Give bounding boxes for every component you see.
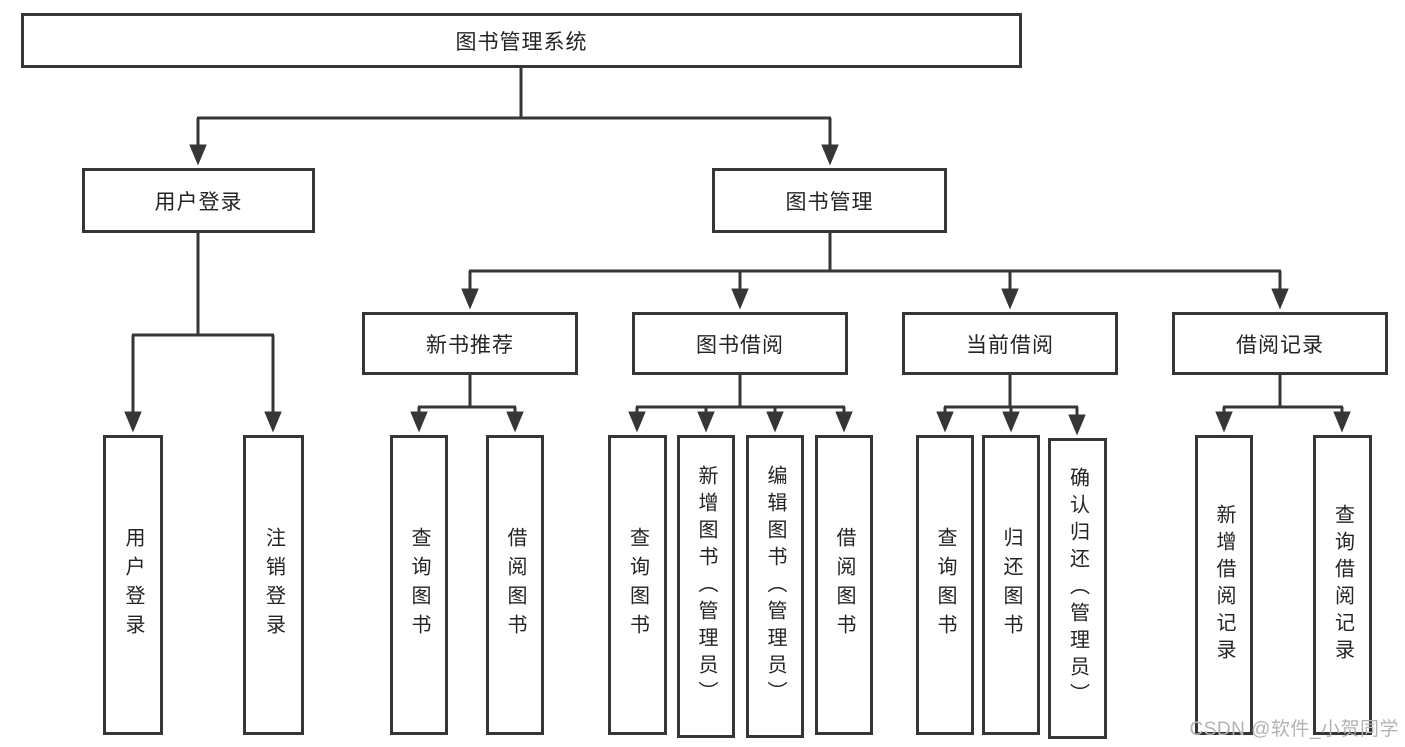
connector-root-to-level2 <box>189 68 839 166</box>
node-book-borrowing: 图书借阅 <box>632 312 848 375</box>
node-label: 借阅图书 <box>833 527 855 643</box>
node-label: 新增图书（管理员） <box>695 465 717 708</box>
node-label: 图书借阅 <box>696 333 784 357</box>
node-label: 新增借阅记录 <box>1213 504 1235 666</box>
node-book-management: 图书管理 <box>712 168 947 233</box>
connector-current-to-leaves <box>936 375 1086 436</box>
node-label: 归还图书 <box>1000 527 1022 643</box>
node-label: 新书推荐 <box>426 333 514 357</box>
connector-bookmgmt-to-level3 <box>461 233 1289 310</box>
leaf-confirm-return-admin: 确认归还（管理员） <box>1048 438 1107 739</box>
node-new-book-recommendation: 新书推荐 <box>362 312 578 375</box>
node-label: 查询图书 <box>934 527 956 643</box>
node-label: 借阅图书 <box>504 527 526 643</box>
leaf-borrow-books-borrowing: 借阅图书 <box>815 435 873 735</box>
node-label: 注销登录 <box>262 527 285 643</box>
node-label: 借阅记录 <box>1236 333 1324 357</box>
leaf-query-books-recommend: 查询图书 <box>390 435 448 735</box>
leaf-query-borrow-record: 查询借阅记录 <box>1313 435 1372 735</box>
node-label: 图书管理系统 <box>455 30 588 54</box>
connector-userlogin-to-leaves <box>124 233 282 433</box>
leaf-return-books: 归还图书 <box>982 435 1040 735</box>
connector-record-to-leaves <box>1215 375 1351 433</box>
leaf-borrow-books-recommend: 借阅图书 <box>486 435 544 735</box>
node-label: 编辑图书（管理员） <box>764 465 786 708</box>
leaf-query-books-borrowing: 查询图书 <box>608 435 667 735</box>
node-label: 用户登录 <box>154 190 243 214</box>
node-current-borrowing: 当前借阅 <box>902 312 1118 375</box>
node-label: 查询图书 <box>408 527 430 643</box>
leaf-edit-books-admin: 编辑图书（管理员） <box>746 435 804 738</box>
leaf-user-login: 用户登录 <box>103 435 163 735</box>
leaf-add-books-admin: 新增图书（管理员） <box>677 435 735 738</box>
leaf-query-books-current: 查询图书 <box>916 435 974 735</box>
node-borrowing-records: 借阅记录 <box>1172 312 1388 375</box>
node-label: 查询借阅记录 <box>1331 504 1354 666</box>
node-label: 确认归还（管理员） <box>1066 467 1089 710</box>
node-library-management-system: 图书管理系统 <box>21 13 1022 68</box>
leaf-logout-login: 注销登录 <box>243 435 304 735</box>
node-label: 当前借阅 <box>966 333 1054 357</box>
connector-borrow-to-leaves <box>628 375 853 433</box>
leaf-add-borrow-record: 新增借阅记录 <box>1195 435 1253 735</box>
node-label: 图书管理 <box>785 190 874 214</box>
node-user-login: 用户登录 <box>82 168 315 233</box>
csdn-watermark: CSDN @软件_小贺同学 <box>1189 719 1399 740</box>
node-label: 查询图书 <box>626 527 649 643</box>
node-label: 用户登录 <box>122 527 144 643</box>
connector-recommend-to-leaves <box>410 375 524 433</box>
